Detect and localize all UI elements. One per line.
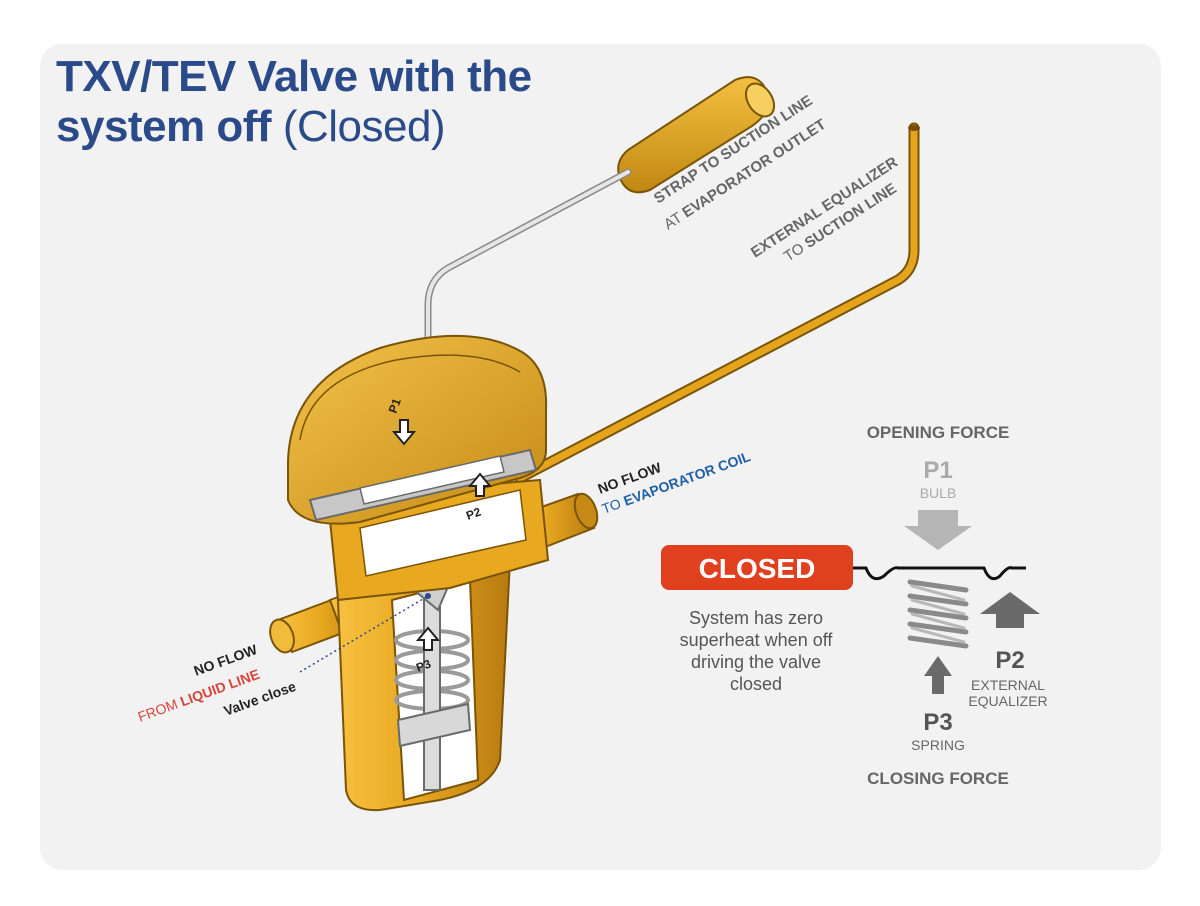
title-line-2-bold: system off — [56, 102, 272, 151]
p3-arrow-icon — [924, 656, 952, 694]
diaphragm-line — [853, 566, 1026, 581]
marker-p3: P3 — [414, 626, 441, 675]
closed-badge-label: CLOSED — [699, 553, 816, 584]
description-line-1: System has zero — [689, 608, 823, 628]
closing-force-label: CLOSING FORCE — [867, 769, 1009, 788]
title-line-2-light: (Closed) — [282, 102, 446, 151]
description-line-4: closed — [730, 674, 782, 694]
p2-sub-label-2: EQUALIZER — [968, 693, 1047, 709]
opening-force-label: OPENING FORCE — [867, 423, 1010, 442]
p1-arrow-icon — [904, 510, 972, 550]
marker-p1-label: P1 — [386, 396, 404, 415]
p2-label: P2 — [995, 647, 1024, 674]
p2-sub-label-1: EXTERNAL — [971, 677, 1045, 693]
spring-icon — [907, 579, 969, 649]
sensing-bulb — [617, 76, 776, 194]
force-diagram: OPENING FORCE P1 BULB CLOSED P2 EXTERNAL… — [661, 423, 1048, 788]
background-card — [40, 44, 1161, 870]
marker-p3-label: P3 — [414, 657, 433, 675]
p3-sub-label: SPRING — [911, 737, 965, 753]
p1-sub-label: BULB — [920, 485, 957, 501]
title-line-1: TXV/TEV Valve with the — [56, 52, 532, 101]
marker-p1: P1 — [386, 396, 417, 446]
closed-badge — [661, 545, 853, 590]
marker-p2-label: P2 — [464, 505, 483, 523]
description-line-2: superheat when off — [680, 630, 834, 650]
page-title: TXV/TEV Valve with the system off (Close… — [56, 52, 532, 152]
p2-arrow-icon — [980, 592, 1040, 628]
p3-label: P3 — [923, 709, 952, 736]
description-line-3: driving the valve — [691, 652, 821, 672]
marker-p2: P2 — [464, 472, 493, 523]
p1-label: P1 — [923, 457, 952, 484]
